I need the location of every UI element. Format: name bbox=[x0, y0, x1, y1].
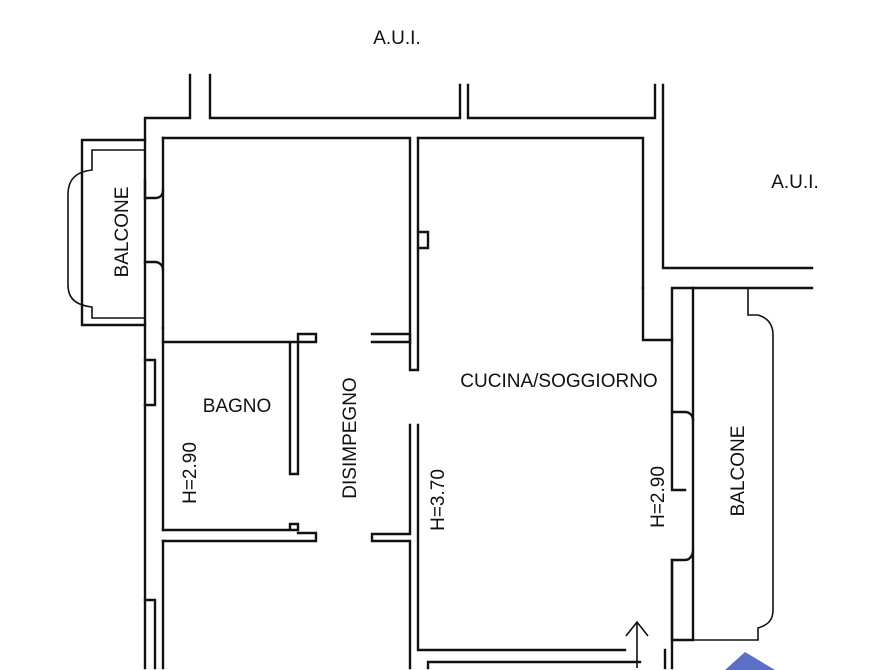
corner-accent bbox=[725, 652, 775, 670]
label-bagno: BAGNO bbox=[203, 396, 272, 417]
label-cucina-soggiorno: CUCINA/SOGGIORNO bbox=[460, 371, 657, 392]
label-aui-top: A.U.I. bbox=[373, 28, 421, 49]
label-disimpegno: DISIMPEGNO bbox=[340, 377, 361, 498]
right-walls bbox=[641, 286, 814, 670]
label-height-disimpegno: H=3.70 bbox=[428, 469, 449, 531]
corridor-walls bbox=[370, 136, 627, 670]
top-walls bbox=[143, 73, 814, 670]
label-balcone-left: BALCONE bbox=[112, 187, 133, 278]
label-height-bagno: H=2.90 bbox=[180, 442, 201, 504]
label-aui-right: A.U.I. bbox=[771, 172, 819, 193]
arrow-up-icon bbox=[625, 620, 649, 668]
bottom-walls bbox=[426, 648, 667, 670]
label-height-cucina: H=2.90 bbox=[648, 466, 669, 528]
inner-walls-left bbox=[143, 136, 318, 670]
label-balcone-right: BALCONE bbox=[728, 426, 749, 517]
